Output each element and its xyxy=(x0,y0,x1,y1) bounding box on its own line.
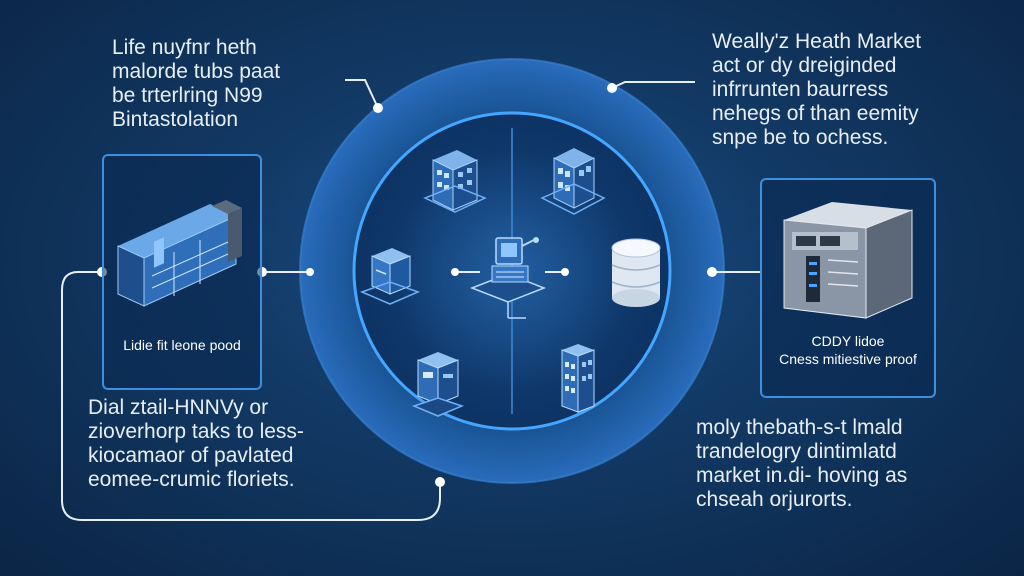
text-line: snpe be to ochess. xyxy=(712,126,889,149)
text-line: nehegs of than eemity xyxy=(712,102,919,125)
center-dot-right xyxy=(561,268,569,276)
connector-top-right-dot xyxy=(607,83,617,93)
left-card: Lidie fit leone pood xyxy=(102,154,262,390)
text-bottom-left: Dial ztail-HNNVy or zioverhorp taks to l… xyxy=(88,396,304,492)
computer-workstation-icon xyxy=(469,237,547,319)
text-line: eomee-crumic floriets. xyxy=(88,468,295,491)
text-line: Bintastolation xyxy=(112,108,239,131)
text-line: be trterlring N99 xyxy=(112,84,263,107)
server-cube-icon xyxy=(411,352,465,417)
connector-top-left-dot xyxy=(373,103,383,113)
text-top-right: Weally'z Heath Market act or dy dreigind… xyxy=(712,30,921,150)
text-line: trandelogry dintimlatd xyxy=(696,440,897,463)
text-bottom-right: moly thebath-s-t lmald trandelogry dinti… xyxy=(696,416,907,512)
tall-building-icon xyxy=(561,344,595,413)
text-line: zioverhorp taks to less- xyxy=(88,420,304,443)
text-line: market in.di- hoving as xyxy=(696,464,908,487)
left-card-label: Lidie fit leone pood xyxy=(123,337,241,353)
inner-ring xyxy=(352,111,672,431)
office-building-icon xyxy=(540,148,606,215)
right-card: CDDY lidoe Cness mitiestive proof xyxy=(760,178,936,398)
storage-box-icon xyxy=(359,248,421,305)
text-line: kiocamaor of pavlated xyxy=(88,444,294,467)
office-building-icon xyxy=(423,150,487,213)
connector-top-left xyxy=(345,79,379,109)
connector-left-dot-b xyxy=(306,268,314,276)
connector-bottom-loop xyxy=(61,271,441,521)
server-box-icon xyxy=(783,202,913,319)
text-line: Dial ztail-HNNVy or xyxy=(88,396,269,419)
connector-right-dot xyxy=(707,267,717,277)
center-dot-left xyxy=(451,268,459,276)
database-cylinder-icon xyxy=(611,238,661,307)
right-card-label-1: CDDY lidoe xyxy=(811,333,885,349)
mid-ring xyxy=(328,87,696,455)
right-card-label-2: Cness mitiestive proof xyxy=(779,351,917,367)
server-rack-icon xyxy=(117,200,242,307)
text-line: act or dy dreiginded xyxy=(712,54,897,77)
text-line: infrrunten baurress xyxy=(712,78,889,101)
text-line: Life nuyfnr heth xyxy=(112,36,257,59)
text-line: malorde tubs paat xyxy=(112,60,281,83)
text-line: chseah orjurorts. xyxy=(696,488,853,511)
connector-bottom-dot xyxy=(435,477,445,487)
text-top-left: Life nuyfnr heth malorde tubs paat be tr… xyxy=(112,36,280,132)
text-line: Weally'z Heath Market xyxy=(712,30,922,53)
text-line: moly thebath-s-t lmald xyxy=(696,416,903,439)
connector-top-right xyxy=(611,81,695,89)
